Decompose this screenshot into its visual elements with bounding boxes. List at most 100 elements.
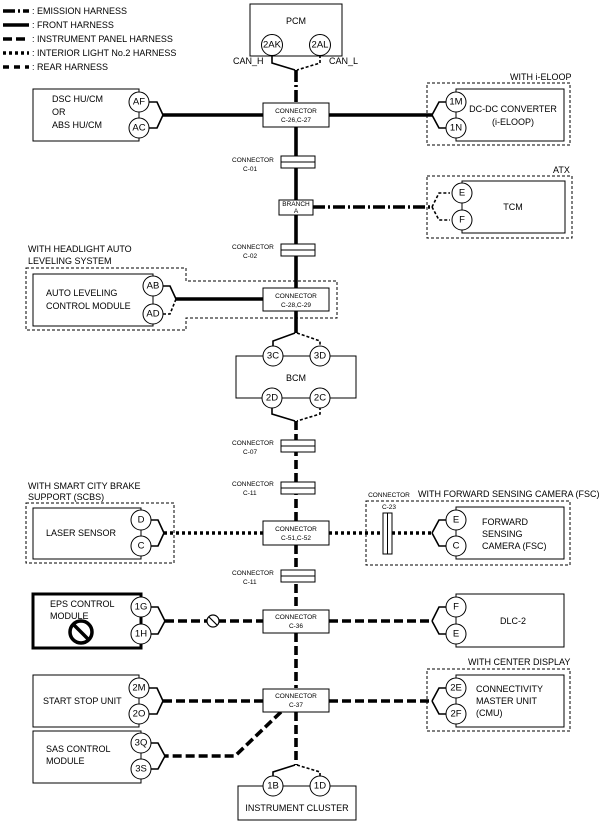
pin-circle (130, 623, 152, 645)
pin-circle (128, 91, 150, 113)
wire-al-ad (163, 298, 177, 315)
c23-label2: C-23 (382, 504, 396, 511)
wire-dcdc-1n (431, 114, 446, 129)
pin-label: E (459, 188, 465, 199)
cmu-group-frame (426, 668, 571, 732)
pin-label: C (138, 541, 145, 552)
al-line1: AUTO LEVELING (46, 288, 117, 298)
dcdc-group-frame (426, 82, 571, 146)
wire-ss-2m (149, 687, 164, 702)
pin-circle (142, 275, 164, 297)
pin-circle (142, 303, 164, 325)
connector-label: CONNECTOR (232, 440, 274, 447)
bcm-module: BCM 3C 3D 2D 2C (235, 345, 357, 409)
pin-label: 1H (135, 629, 147, 640)
al-group-label2: LEVELING SYSTEM (28, 256, 112, 266)
al-line2: CONTROL MODULE (46, 301, 131, 311)
pin-label: 2D (266, 393, 278, 404)
wire-cluster-1d (296, 764, 321, 776)
tcm-group-frame (426, 175, 573, 239)
wire-tcm-e (431, 192, 450, 208)
pin-circle (309, 775, 331, 797)
pin-label: 1B (267, 781, 279, 792)
pin-circle (128, 677, 150, 699)
junction-c26-c27 (262, 102, 330, 128)
pin-label: 1G (135, 602, 148, 613)
legend: : EMISSION HARNESS : FRONT HARNESS : INS… (3, 6, 176, 72)
pin-label: 1D (314, 781, 326, 792)
wire-dsc-af (149, 101, 164, 116)
pin-circle (445, 509, 467, 531)
connector-label: C-07 (243, 449, 257, 456)
pin-label: F (459, 215, 465, 226)
pin-label: F (453, 602, 459, 613)
branch-label: A (294, 208, 299, 215)
wire-fsc-c (431, 532, 446, 547)
wire-sas-3s (151, 755, 166, 770)
pin-circle (309, 387, 331, 409)
laser-group-label1: WITH SMART CITY BRAKE (28, 481, 141, 491)
start-stop-title: START STOP UNIT (43, 696, 122, 706)
auto-leveling-module: WITH HEADLIGHT AUTO LEVELING SYSTEM AUTO… (25, 244, 338, 331)
legend-label-emission: : EMISSION HARNESS (32, 6, 127, 16)
junction-c37 (262, 688, 330, 713)
pin-label: 2F (450, 709, 461, 720)
wire-cmu-2e (431, 687, 446, 702)
sas-line2: MODULE (46, 756, 85, 766)
wire-bcm-2d (271, 407, 296, 422)
pin-circle (261, 387, 283, 409)
dlc-box (455, 593, 565, 648)
junction-label: CONNECTOR (275, 108, 317, 115)
cmu-line2: MASTER UNIT (476, 696, 538, 706)
wire-pcm-can-h (271, 55, 296, 71)
pin-label: AB (147, 281, 160, 292)
pin-label: AC (132, 123, 145, 134)
dsc-line1: DSC HU/CM (52, 94, 103, 104)
wire-al-ab (163, 285, 177, 300)
pin-circle (445, 91, 467, 113)
pin-label: 2O (133, 709, 146, 720)
cmu-module: WITH CENTER DISPLAY CONNECTIVITY MASTER … (426, 657, 571, 732)
fsc-module: WITH FORWARD SENSING CAMERA (FSC) CONNEC… (365, 489, 600, 566)
junction-c36 (262, 609, 330, 634)
pin-circle (128, 117, 150, 139)
fsc-box (455, 506, 565, 560)
connector-label: CONNECTOR (232, 570, 274, 577)
pin-circle (451, 209, 473, 231)
junction-label: C-28,C-29 (281, 302, 311, 309)
cluster-title: INSTRUMENT CLUSTER (245, 803, 349, 813)
branch-label: BRANCH (282, 201, 310, 208)
wire-sas-trunk (165, 710, 283, 758)
wire-bcm-2c (296, 407, 321, 422)
pin-label: C (453, 541, 460, 552)
pin-label: 2M (132, 683, 145, 694)
wire-dsc-ac (149, 114, 164, 129)
pin-label: E (453, 515, 459, 526)
tcm-title: TCM (503, 202, 523, 212)
pin-circle (128, 703, 150, 725)
eps-line2: MODULE (50, 611, 89, 621)
junction-c28-c29 (262, 287, 330, 312)
wire-dlc-f (431, 606, 446, 622)
connector-label: CONNECTOR (232, 244, 274, 251)
start-stop-box (32, 674, 140, 728)
pin-circle (445, 117, 467, 139)
cmu-line1: CONNECTIVITY (476, 684, 543, 694)
connector-label: CONNECTOR (232, 157, 274, 164)
pin-circle (130, 509, 152, 531)
pin-circle (445, 623, 467, 645)
cmu-line3: (CMU) (476, 708, 503, 718)
pin-circle (261, 34, 283, 56)
sas-module: SAS CONTROL MODULE 3Q 3S (32, 730, 152, 784)
dcdc-group-label: WITH i-ELOOP (510, 72, 572, 82)
pin-label: 2C (314, 393, 326, 404)
instrument-cluster-module: INSTRUMENT CLUSTER 1B 1D (237, 775, 357, 821)
junction-c51-c52 (262, 520, 330, 546)
bcm-box (235, 355, 357, 399)
pin-label: AF (133, 97, 145, 108)
wire-fsc-e (431, 519, 446, 534)
wire-laser-c (151, 532, 165, 547)
cmu-group-label: WITH CENTER DISPLAY (468, 657, 570, 667)
pin-circle (262, 775, 284, 797)
fsc-group-frame (365, 500, 571, 566)
